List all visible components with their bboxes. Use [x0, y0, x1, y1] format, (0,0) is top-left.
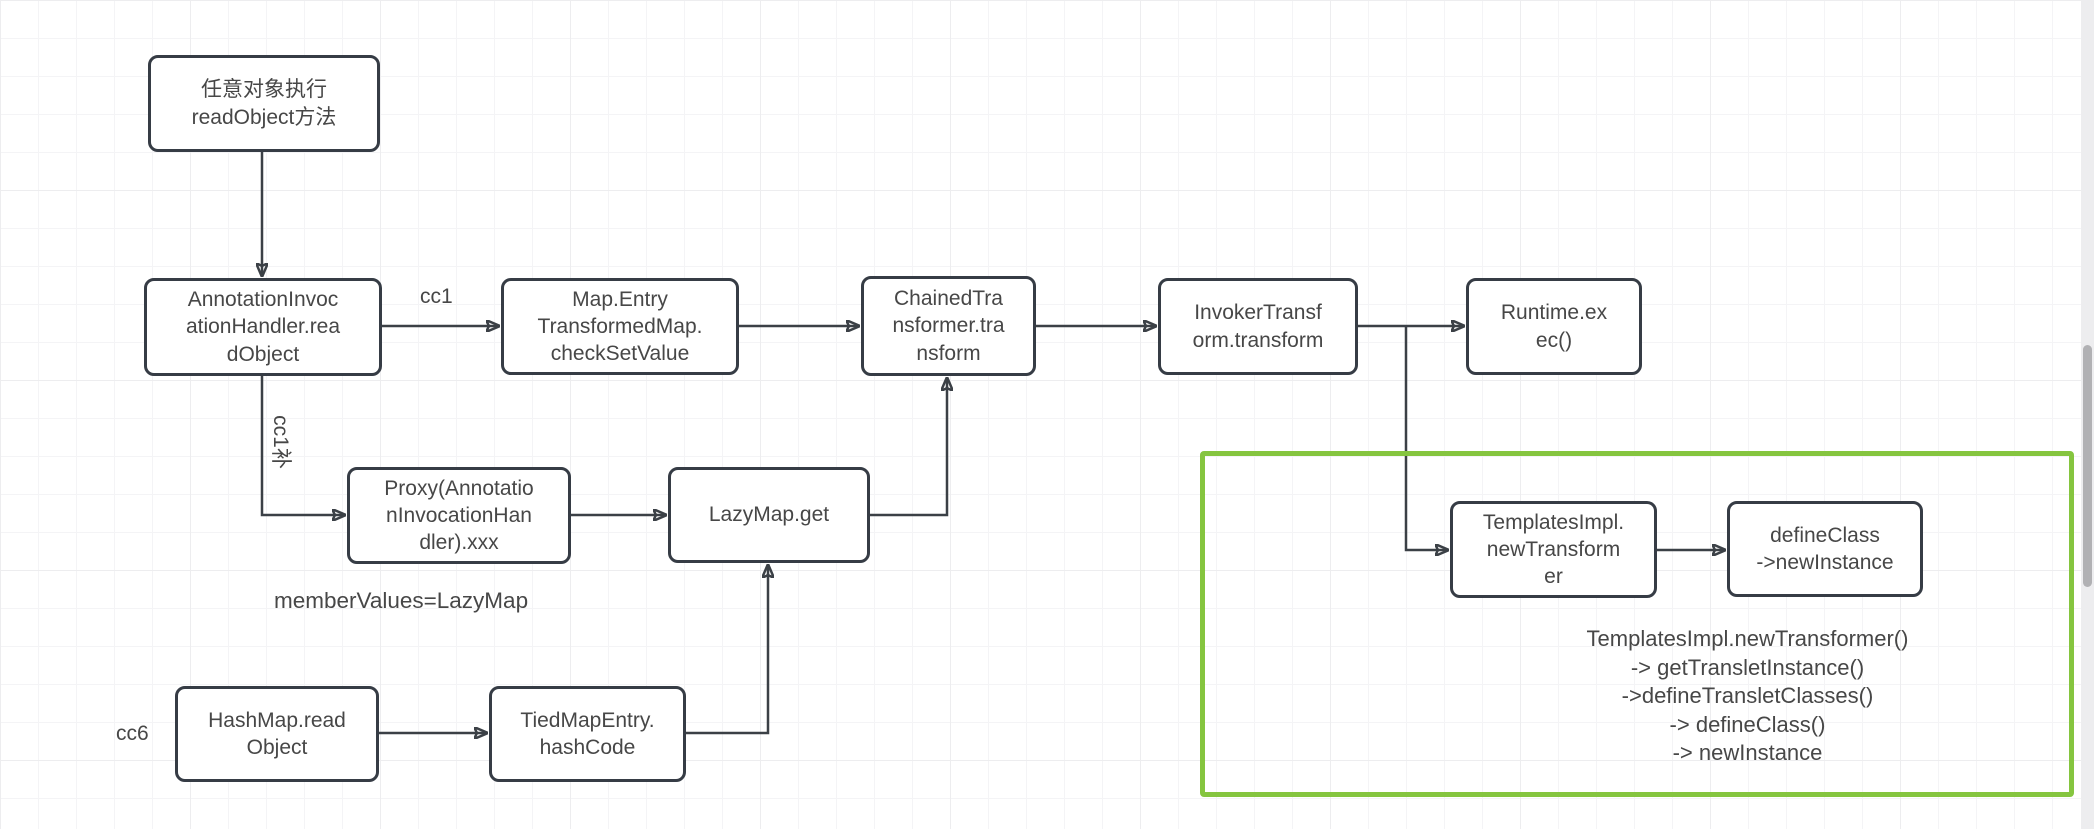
edge-label-cc1[interactable]: cc1 [420, 285, 453, 308]
edge-label-cc1bu-text: cc1补 [269, 415, 292, 469]
edge-label-membervalues[interactable]: memberValues=LazyMap [274, 588, 529, 613]
node-defineclass-newinstance[interactable]: defineClass ->newInstance [1727, 501, 1923, 597]
node-aih-readobject[interactable]: AnnotationInvoc ationHandler.rea dObject [144, 278, 382, 376]
edge-label-cc1bu[interactable]: cc1补 [254, 415, 310, 469]
node-templatesimpl-newtransformer[interactable]: TemplatesImpl. newTransform er [1450, 501, 1657, 598]
callout-templatesimpl-call-chain[interactable]: TemplatesImpl.newTransformer() -> getTra… [1586, 626, 1909, 765]
node-hashmap-readobject[interactable]: HashMap.read Object [175, 686, 379, 782]
highlight-frame-templatesimpl-chain[interactable] [1200, 451, 2074, 797]
node-mapentry-checksetvalue[interactable]: Map.Entry TransformedMap. checkSetValue [501, 278, 739, 375]
vertical-scrollbar-track[interactable] [2081, 0, 2094, 829]
edge-label-cc6[interactable]: cc6 [116, 722, 149, 745]
node-lazymap-get[interactable]: LazyMap.get [668, 467, 870, 563]
node-invokertransform-transform[interactable]: InvokerTransf orm.transform [1158, 278, 1358, 375]
edge-tiedmapentry-to-lazymap[interactable] [686, 565, 768, 735]
node-runtime-exec[interactable]: Runtime.ex ec() [1466, 278, 1642, 375]
vertical-scrollbar-thumb[interactable] [2083, 345, 2092, 587]
edge-lazymap-to-chained[interactable] [870, 378, 947, 517]
node-tiedmapentry-hashcode[interactable]: TiedMapEntry. hashCode [489, 686, 686, 782]
node-chainedtransformer-transform[interactable]: ChainedTra nsformer.tra nsform [861, 276, 1036, 376]
node-proxy-aih[interactable]: Proxy(Annotatio nInvocationHan dler).xxx [347, 467, 571, 564]
node-readobject-any[interactable]: 任意对象执行 readObject方法 [148, 55, 380, 152]
